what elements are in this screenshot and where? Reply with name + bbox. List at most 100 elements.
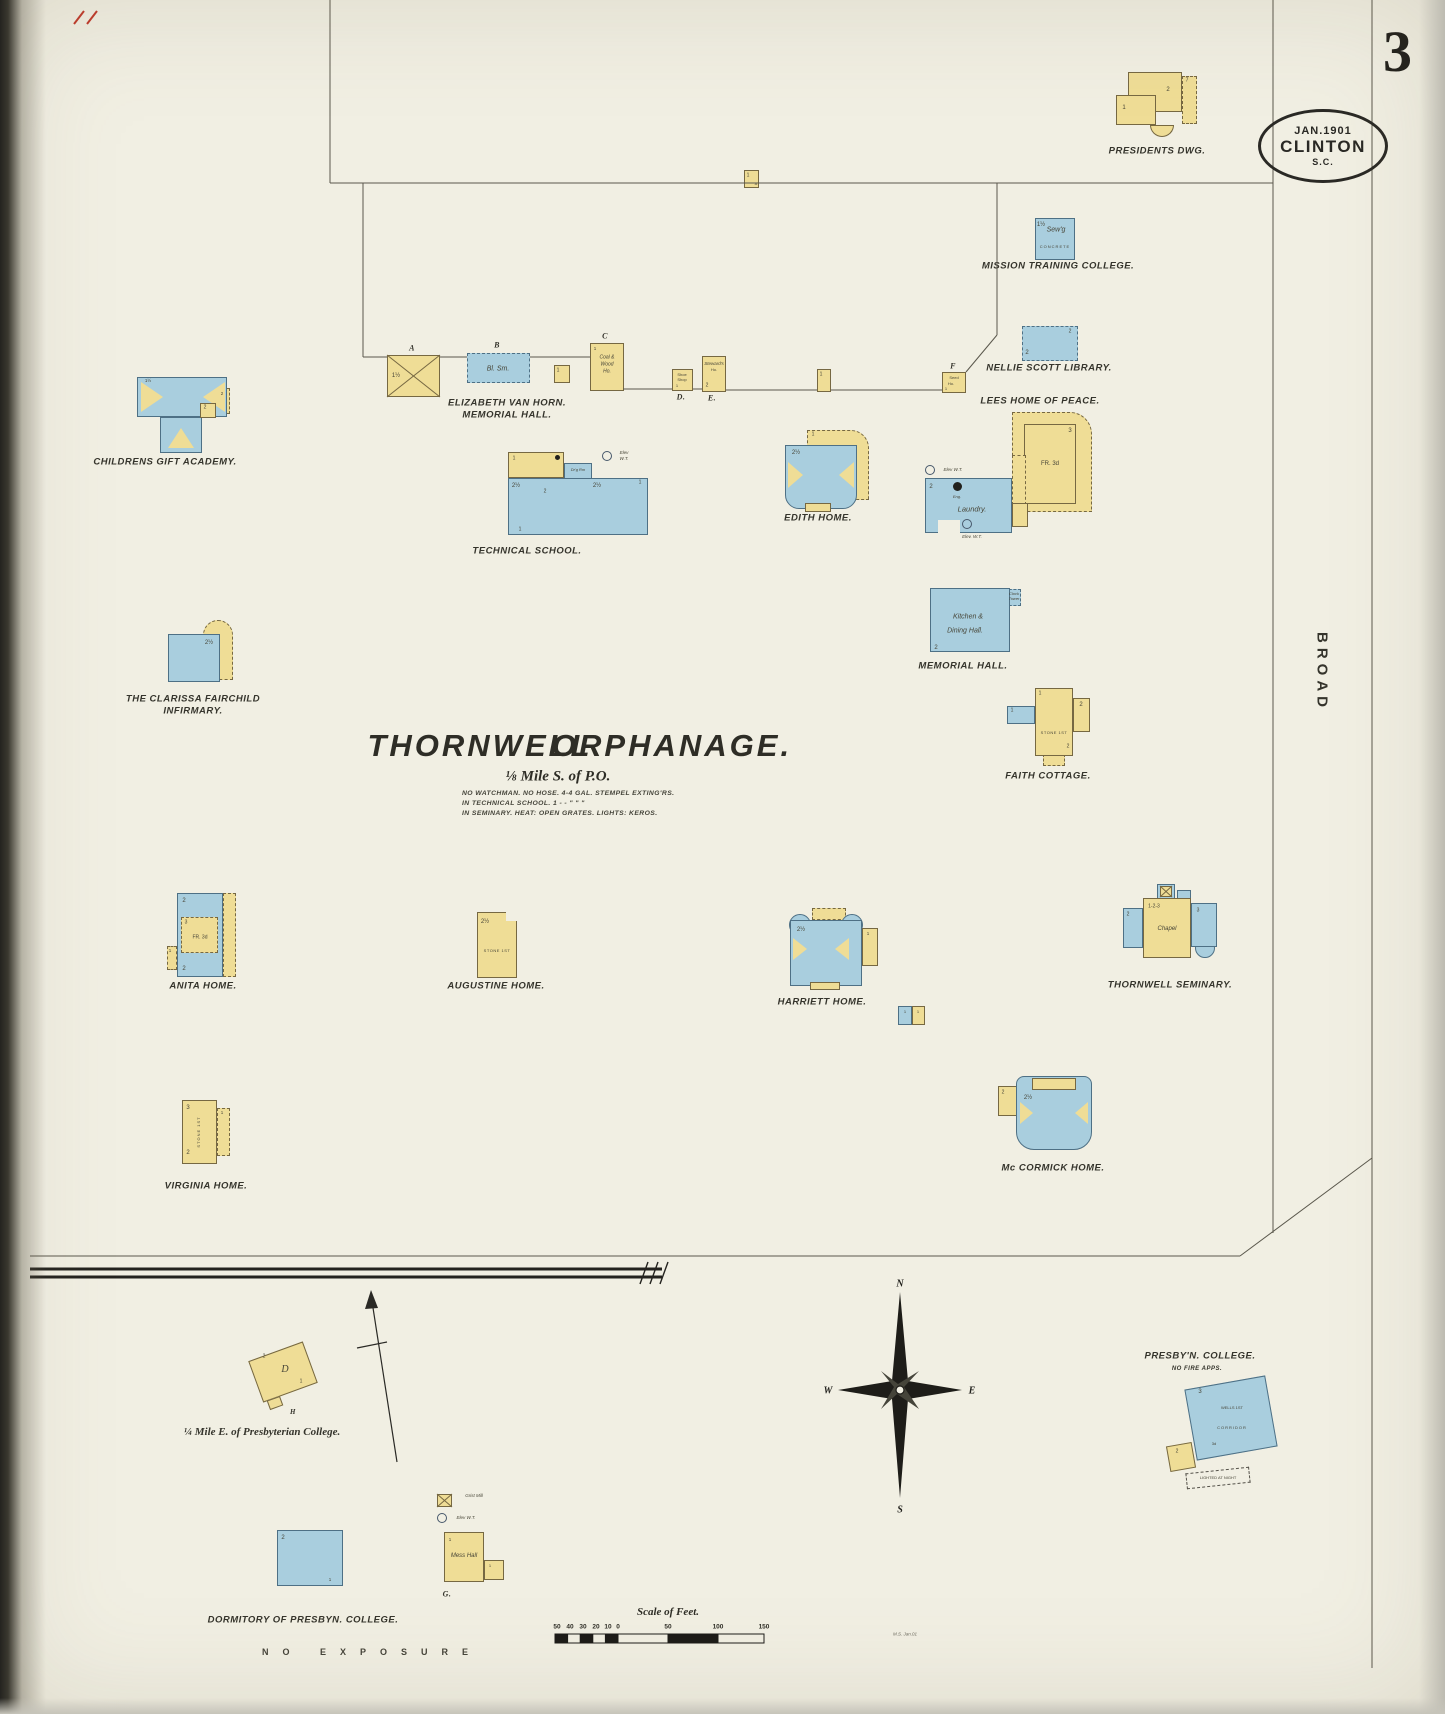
laundry-part (962, 519, 972, 529)
memorial-hall-label: MEMORIAL HALL. (918, 660, 1008, 672)
mess-hall-part (436, 1493, 453, 1508)
harriett-home-part (810, 982, 840, 990)
distance-note: ¼ Mile E. of Presbyterian College. (183, 1426, 341, 1438)
presbyterian-college-label: NO FIRE APPS. (1171, 1366, 1223, 1372)
building-d-house-text: 1 (299, 1378, 303, 1385)
mess-hall-text: 1 (488, 1563, 492, 1568)
harriett-outbuilding-part (898, 1006, 912, 1025)
augustine-home-text: STONE 1ST (483, 948, 511, 953)
augustine-home-label: AUGUSTINE HOME. (447, 980, 545, 992)
scale-number: 100 (712, 1623, 724, 1631)
scale-number: 50 (553, 1623, 561, 1631)
mccormick-home-label: Mc CORMICK HOME. (1001, 1162, 1105, 1174)
faith-cottage-text: 1 (1010, 707, 1014, 714)
building-e-stewards-text: 2 (705, 382, 709, 389)
outbuilding-mid-text: 1 (819, 371, 823, 378)
outbuilding-row-small-text: 1 (556, 367, 560, 374)
childrens-gift-academy-label: CHILDRENS GIFT ACADEMY. (93, 456, 237, 468)
childrens-gift-academy-text: 1½ (144, 377, 152, 383)
thornwell-seminary-text: 2 (1126, 911, 1130, 918)
fire-protection-note-1: NO WATCHMAN. NO HOSE. 4-4 GAL. STEMPEL E… (462, 790, 675, 797)
building-e-stewards-label: E. (707, 393, 717, 403)
building-c-coal-wood-part (590, 343, 624, 391)
memorial-hall-text: 2 (934, 645, 938, 651)
faith-cottage-text: 2 (1079, 702, 1083, 708)
technical-school-text: 2½ (511, 483, 521, 489)
mccormick-home-text: 2½ (1023, 1095, 1033, 1101)
lees-home-of-peace-text: 3 (1068, 428, 1072, 434)
anita-home-part (223, 893, 236, 977)
mccormick-home-part (1032, 1078, 1076, 1090)
thornwell-seminary-label: THORNWELL SEMINARY. (1107, 979, 1233, 991)
edith-home-part (839, 462, 854, 488)
presbyterian-college-text: WELLS 1ST (1220, 1405, 1244, 1410)
building-c-coal-wood-text: Wood (600, 361, 614, 368)
augustine-home-text: 2½ (480, 919, 490, 925)
presbyterian-college-text: CORRIDOR (1217, 1425, 1247, 1430)
presbyterian-college-text: 2 (1175, 1448, 1179, 1455)
building-b-blacksmith-label: B (494, 340, 500, 350)
building-f-seed-house-text: 1 (944, 386, 948, 391)
mission-training-college-text: CONCRETE (1039, 244, 1071, 249)
technical-school-text: W.T. (619, 455, 629, 461)
technical-school-text: 1 (512, 455, 516, 462)
harriett-home-part (835, 938, 849, 960)
red-ink-mark (73, 10, 98, 25)
building-c-coal-wood-text: Ho. (603, 368, 611, 375)
building-f-seed-house-part (942, 372, 966, 393)
building-c-coal-wood-text: Coal & (599, 354, 615, 361)
laundry-part (952, 481, 962, 491)
laundry-text: Elev W.T. (943, 466, 963, 472)
mission-training-college-text: 1½ (1036, 222, 1046, 228)
virginia-home-label: VIRGINIA HOME. (164, 1180, 248, 1192)
building-c-coal-wood-label: C (602, 331, 608, 341)
thornwell-seminary-text: Chapel (1157, 926, 1177, 932)
thornwell-seminary-part (1123, 908, 1143, 948)
mission-training-college-label: MISSION TRAINING COLLEGE. (981, 260, 1135, 272)
harriett-outbuilding-text: 1 (903, 1009, 907, 1014)
laundry-text: Laundry. (957, 504, 987, 514)
memorial-hall-text: Clock (1008, 591, 1020, 596)
mission-training-college-part (1035, 218, 1075, 260)
sheet-number: 3 (1383, 19, 1412, 84)
presidents-dwelling-label: PRESIDENTS DWG. (1108, 145, 1206, 157)
childrens-gift-academy-text: 2 (203, 404, 207, 411)
faith-cottage-part (1007, 706, 1035, 724)
faith-cottage-part (1035, 688, 1073, 756)
paper-edge-shadow-bottom (0, 1698, 1445, 1714)
mess-hall-part (444, 1532, 484, 1582)
technical-school-text: 2 (543, 488, 547, 495)
anita-home-part (167, 946, 177, 970)
presbyterian-college-text: LIGHTED AT NIGHT (1199, 1475, 1237, 1480)
anita-home-label: ANITA HOME. (169, 980, 237, 992)
clarissa-fairchild-infirmary-text: 2½ (204, 640, 214, 646)
thornwell-seminary-text: 3 (1196, 907, 1200, 914)
mission-training-college-text: Sew'g (1046, 226, 1066, 234)
harriett-home-part (812, 908, 846, 920)
scale-number: 150 (758, 1623, 770, 1631)
mess-hall-part (437, 1513, 447, 1523)
presidents-dwelling-part (1116, 95, 1156, 125)
presbyterian-college-text: 3 (1198, 1389, 1202, 1395)
lees-home-of-peace-text: FR. 3d (1040, 461, 1060, 467)
anita-home-text: 2 (182, 966, 186, 972)
stamp-state: S.C. (1312, 157, 1334, 167)
building-b-blacksmith-text: Bl. Sm. (486, 365, 510, 373)
stamp-date: JAN.1901 (1294, 125, 1352, 137)
building-d-shoe-shop-text: Shop (677, 377, 687, 382)
clarissa-fairchild-infirmary-label: INFIRMARY. (163, 705, 223, 717)
building-e-stewards-part (702, 356, 726, 392)
childrens-gift-academy-text: 2 (220, 390, 224, 396)
building-d-shoe-shop-label: D. (676, 392, 686, 402)
scale-number: 20 (592, 1623, 600, 1631)
compass-south-label: S (897, 1504, 903, 1516)
edith-home-text: 1 (811, 431, 815, 438)
anita-home-text: 2 (182, 898, 186, 904)
fire-protection-note-2: IN TECHNICAL SCHOOL. 1 - - " " " (462, 800, 585, 807)
childrens-gift-academy-part (168, 428, 194, 448)
memorial-hall-text: Tower (1008, 596, 1020, 601)
nellie-scott-library-text: 2 (1025, 350, 1029, 356)
city-date-stamp: JAN.1901 CLINTON S.C. (1258, 109, 1388, 183)
